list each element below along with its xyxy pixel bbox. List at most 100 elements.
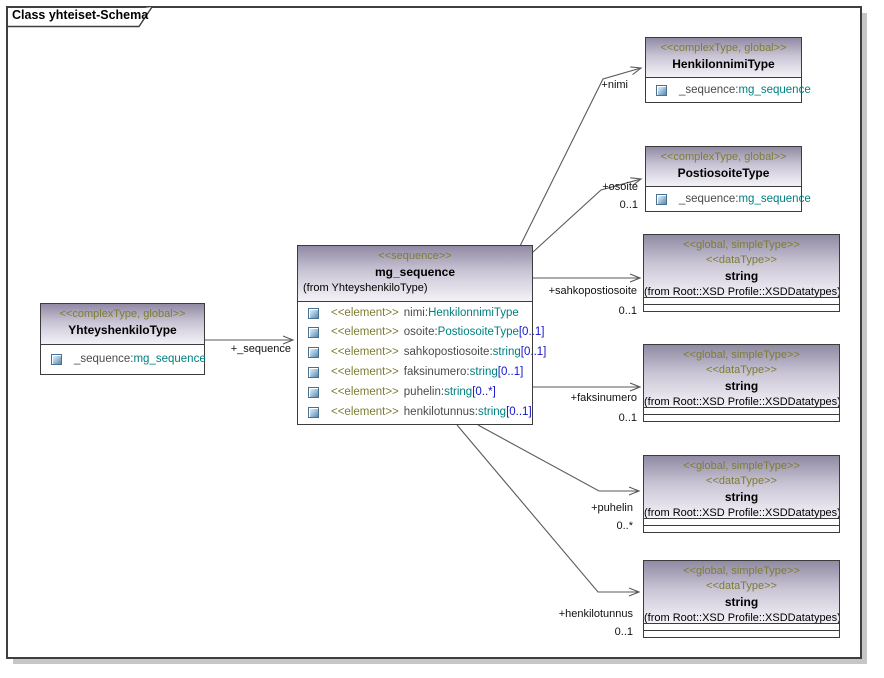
connector-puhelin-line[interactable] bbox=[477, 424, 641, 496]
connector-mult-faksinumero[interactable]: 0..1 bbox=[618, 412, 637, 424]
class-name: string bbox=[724, 379, 759, 393]
element-type: string bbox=[469, 366, 498, 378]
uml-class-string-puhelin[interactable]: <<global, simpleType>> <<dataType>> stri… bbox=[643, 455, 840, 533]
attribute-type: mg_sequence bbox=[738, 193, 811, 205]
element-name: sahkopostiosoite: bbox=[403, 346, 493, 358]
uml-class-yhteyshenkilotype[interactable]: <<complexType, global>> YhteyshenkiloTyp… bbox=[40, 303, 206, 375]
connector-label-faksinumero[interactable]: +faksinumero bbox=[570, 392, 637, 404]
connector-mult-puhelin[interactable]: 0..* bbox=[616, 520, 633, 532]
class-stereotype: <<global, simpleType>> bbox=[683, 565, 800, 577]
element-icon bbox=[308, 307, 319, 319]
class-stereotype: <<global, simpleType>> bbox=[683, 460, 800, 472]
attribute-type: mg_sequence bbox=[738, 84, 811, 96]
class-name: string bbox=[724, 269, 759, 283]
uml-class-postiosoitetype[interactable]: <<complexType, global>> PostiosoiteType … bbox=[645, 146, 811, 212]
connector-label-sequence[interactable]: +_sequence bbox=[230, 343, 291, 355]
element-type: HenkilonnimiType bbox=[428, 307, 519, 319]
class-stereotype: <<complexType, global>> bbox=[660, 42, 787, 54]
frame-tab: Class yhteiset-Schema bbox=[6, 6, 156, 28]
connector-label-osoite[interactable]: +osoite bbox=[602, 181, 638, 193]
class-name: string bbox=[724, 595, 759, 609]
element-stereotype: <<element>> bbox=[331, 307, 399, 319]
connector-label-henkilotunnus[interactable]: +henkilotunnus bbox=[558, 608, 633, 620]
element-icon bbox=[308, 386, 319, 398]
class-header: <<global, simpleType>> <<dataType>> stri… bbox=[644, 345, 839, 408]
class-name: PostiosoiteType bbox=[677, 166, 770, 180]
class-name: string bbox=[724, 490, 759, 504]
empty-attributes-compartment bbox=[644, 624, 839, 630]
class-header: <<complexType, global>> PostiosoiteType bbox=[646, 147, 801, 187]
element-row[interactable]: <<element>> puhelin:string[0..*] bbox=[298, 382, 532, 402]
class-stereotype: <<sequence>> bbox=[378, 250, 452, 262]
connector-osoite-line[interactable] bbox=[532, 177, 643, 253]
class-from: (from Root::XSD Profile::XSDDatatypes) bbox=[644, 612, 839, 624]
element-stereotype: <<element>> bbox=[331, 346, 399, 358]
attribute-name: _sequence: bbox=[679, 193, 739, 205]
empty-operations-compartment bbox=[644, 525, 839, 531]
empty-operations-compartment bbox=[644, 630, 839, 636]
element-multiplicity: [0..1] bbox=[506, 406, 532, 418]
empty-operations-compartment bbox=[644, 414, 839, 420]
empty-operations-compartment bbox=[644, 304, 839, 310]
uml-class-henkilonnimitype[interactable]: <<complexType, global>> HenkilonnimiType… bbox=[645, 37, 811, 103]
element-name: faksinumero: bbox=[403, 366, 470, 378]
attribute-icon bbox=[656, 193, 667, 205]
element-name: nimi: bbox=[403, 307, 429, 319]
empty-attributes-compartment bbox=[644, 519, 839, 525]
class-name: YhteyshenkiloType bbox=[68, 323, 177, 337]
class-stereotype: <<complexType, global>> bbox=[660, 151, 787, 163]
attribute-icon bbox=[51, 353, 62, 365]
element-multiplicity: [0..1] bbox=[497, 366, 524, 378]
element-stereotype: <<element>> bbox=[331, 406, 399, 418]
class-stereotype: <<dataType>> bbox=[706, 580, 777, 592]
element-multiplicity: [0..*] bbox=[472, 386, 496, 398]
attribute-row[interactable]: _sequence:mg_sequence bbox=[41, 345, 206, 373]
element-name: puhelin: bbox=[403, 386, 445, 398]
element-row[interactable]: <<element>> sahkopostiosoite:string[0..1] bbox=[298, 342, 546, 362]
connector-nimi-line[interactable] bbox=[519, 66, 643, 247]
class-stereotype: <<complexType, global>> bbox=[59, 308, 186, 320]
element-type: string bbox=[444, 386, 473, 398]
element-row[interactable]: <<element>> nimi:HenkilonnimiType bbox=[298, 302, 532, 322]
class-from: (from Root::XSD Profile::XSDDatatypes) bbox=[644, 507, 839, 519]
class-from: (from Root::XSD Profile::XSDDatatypes) bbox=[644, 396, 839, 408]
connector-label-nimi[interactable]: +nimi bbox=[601, 79, 628, 91]
element-stereotype: <<element>> bbox=[331, 386, 399, 398]
element-stereotype: <<element>> bbox=[331, 366, 399, 378]
uml-class-string-faksinumero[interactable]: <<global, simpleType>> <<dataType>> stri… bbox=[643, 344, 840, 422]
uml-class-mg-sequence[interactable]: <<sequence>> mg_sequence (from Yhteyshen… bbox=[297, 245, 546, 425]
attribute-type: mg_sequence bbox=[133, 353, 206, 365]
attribute-row[interactable]: _sequence:mg_sequence bbox=[646, 78, 811, 102]
element-name: henkilotunnus: bbox=[403, 406, 478, 418]
connector-henkilotunnus-line[interactable] bbox=[456, 424, 641, 597]
element-multiplicity: [0..1] bbox=[520, 346, 547, 358]
class-from: (from Root::XSD Profile::XSDDatatypes) bbox=[644, 286, 839, 298]
class-stereotype: <<dataType>> bbox=[706, 254, 777, 266]
uml-class-string-henkilotunnus[interactable]: <<global, simpleType>> <<dataType>> stri… bbox=[643, 560, 840, 638]
element-name: osoite: bbox=[403, 326, 438, 338]
connector-mult-henkilotunnus[interactable]: 0..1 bbox=[614, 626, 633, 638]
class-stereotype: <<global, simpleType>> bbox=[683, 349, 800, 361]
class-name: mg_sequence bbox=[374, 265, 456, 279]
element-type: string bbox=[492, 346, 521, 358]
empty-attributes-compartment bbox=[644, 408, 839, 414]
element-icon bbox=[308, 366, 319, 378]
connector-label-sahkopostiosoite[interactable]: +sahkopostiosoite bbox=[548, 285, 637, 297]
connector-mult-sahkopostiosoite[interactable]: 0..1 bbox=[618, 305, 637, 317]
connector-label-puhelin[interactable]: +puhelin bbox=[591, 502, 633, 514]
class-stereotype: <<dataType>> bbox=[706, 364, 777, 376]
attribute-row[interactable]: _sequence:mg_sequence bbox=[646, 187, 811, 211]
connector-mult-osoite[interactable]: 0..1 bbox=[619, 199, 638, 211]
uml-class-string-sahkopostiosoite[interactable]: <<global, simpleType>> <<dataType>> stri… bbox=[643, 234, 840, 312]
element-icon bbox=[308, 406, 319, 418]
element-icon bbox=[308, 346, 319, 358]
class-header: <<global, simpleType>> <<dataType>> stri… bbox=[644, 235, 839, 298]
class-stereotype: <<global, simpleType>> bbox=[683, 239, 800, 251]
element-row[interactable]: <<element>>henkilotunnus:string[0..1] bbox=[298, 402, 532, 422]
class-stereotype: <<dataType>> bbox=[706, 475, 777, 487]
class-header: <<sequence>> mg_sequence (from Yhteyshen… bbox=[298, 246, 532, 302]
element-row[interactable]: <<element>>osoite:PostiosoiteType[0..1] bbox=[298, 322, 544, 342]
element-row[interactable]: <<element>> faksinumero:string[0..1] bbox=[298, 362, 532, 382]
